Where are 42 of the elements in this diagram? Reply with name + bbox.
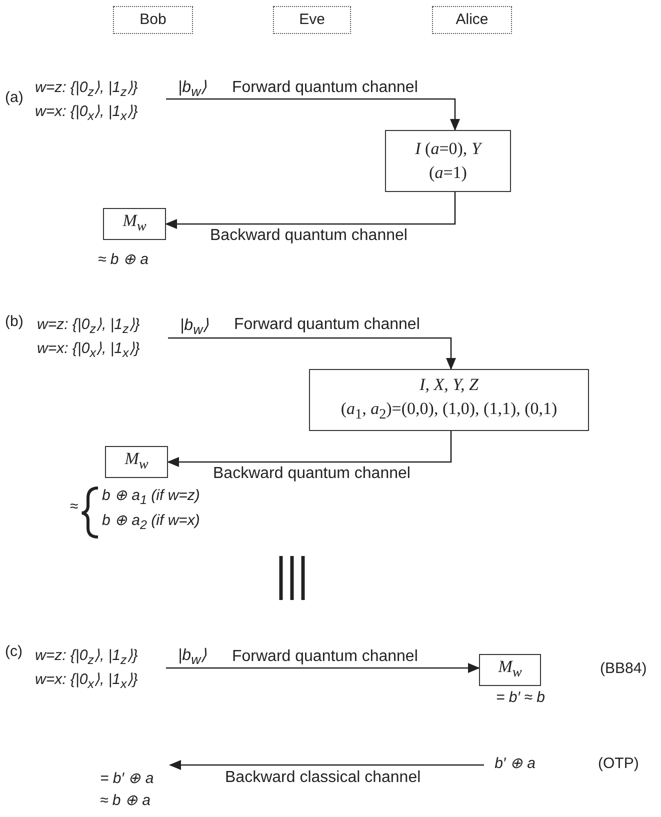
arrow [165,192,456,229]
panel-label: (c) [5,642,22,662]
basis-states-text: w=z: {|0$_{z}$⟩, |1$_{z}$⟩} [35,646,139,669]
party-label-box: Bob [113,6,193,34]
edge-label: Forward quantum channel [232,647,418,667]
panel-label: (OTP) [598,754,639,774]
arrow [166,98,460,131]
basis-states-text: w=z: {|0$_{z}$⟩, |1$_{z}$⟩} [37,315,141,338]
measurement-box: M$_{w}$ [479,654,541,686]
party-label-box: Alice [432,6,512,34]
edge-label: Forward quantum channel [232,78,418,98]
result-text: ≈ b ⊕ a [100,791,152,811]
arrow [169,760,484,770]
arrow [166,663,480,673]
state-label: |b$_{w}$⟩ [178,78,207,102]
state-label: |b$_{w}$⟩ [178,646,207,670]
result-text: = b′ ⊕ a [100,769,155,789]
edge-label: Backward classical channel [225,768,421,788]
result-text: b ⊕ a$_{2}$ (if w=x) [102,511,200,534]
basis-states-text: w=x: {|0$_{x}$⟩, |1$_{x}$⟩} [35,670,139,693]
result-text: = b′ ≈ b [496,688,545,708]
basis-states-text: w=x: {|0$_{x}$⟩, |1$_{x}$⟩} [37,339,141,362]
panel-label: (a) [5,88,24,108]
party-label-box: Eve [273,6,351,34]
result-text: ≈ b ⊕ a [98,250,148,270]
panel-label: (BB84) [600,659,647,679]
operation-box: I, X, Y, Z (a$_{1}$, a$_{2}$)=(0,0), (1,0), (1,1), (0,1) [309,369,589,431]
result-text: b ⊕ a$_{1}$ (if w=z) [102,486,200,509]
panel-label: (b) [5,312,24,332]
edge-label: Forward quantum channel [234,315,420,335]
arrow [167,431,452,467]
operation-box: I (a=0), Y (a=1) [385,130,511,192]
edge-label: Backward quantum channel [210,226,408,246]
arrow [168,337,456,370]
basis-states-text: w=x: {|0$_{x}$⟩, |1$_{x}$⟩} [35,102,139,125]
measurement-box: M$_{w}$ [105,446,168,478]
edge-label: Backward quantum channel [213,464,410,484]
result-text: ≈ [70,497,78,517]
basis-states-text: w=z: {|0$_{z}$⟩, |1$_{z}$⟩} [35,78,139,101]
state-label: |b$_{w}$⟩ [180,316,209,340]
formula-text: b′ ⊕ a [494,754,536,774]
measurement-box: M$_{w}$ [103,208,166,240]
